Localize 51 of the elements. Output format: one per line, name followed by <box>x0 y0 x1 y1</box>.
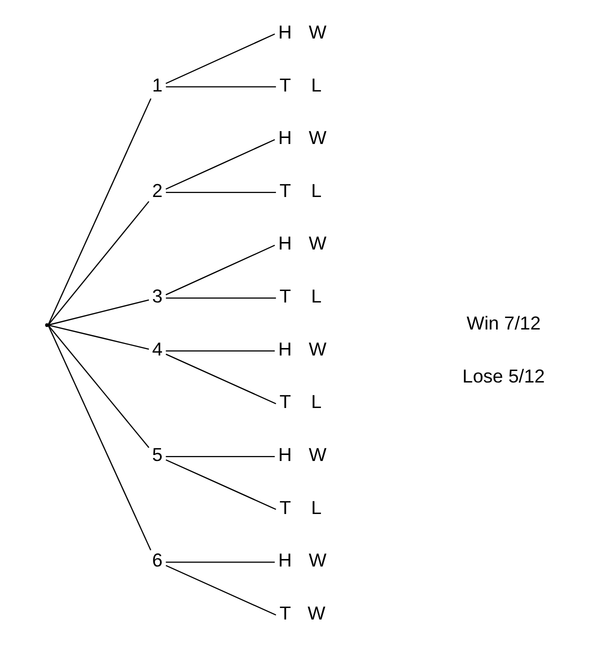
label: Win 7/12 <box>466 312 541 334</box>
node-text: 3 <box>152 286 163 307</box>
connector <box>166 459 276 510</box>
connector <box>166 298 276 299</box>
node-text: T <box>279 496 291 518</box>
node-label: W <box>308 127 327 148</box>
node-label: L <box>311 286 322 307</box>
node-text: 5 <box>152 444 163 466</box>
node-text: H <box>278 21 292 42</box>
connector <box>166 562 275 563</box>
node-text: H <box>278 338 292 360</box>
node-label: W <box>308 444 327 466</box>
connector <box>166 456 275 458</box>
node-label: W <box>308 21 327 42</box>
connector <box>166 244 276 296</box>
connector <box>166 350 275 352</box>
node-label: W <box>308 232 327 254</box>
connector <box>48 299 150 326</box>
connector <box>166 33 276 84</box>
connector <box>166 354 276 404</box>
connector <box>48 324 150 350</box>
connector <box>166 86 276 88</box>
label: Lose 5/12 <box>462 365 545 386</box>
connector <box>48 326 152 550</box>
connector <box>166 192 276 194</box>
node-text: T <box>279 391 291 412</box>
node-label: L <box>311 180 322 201</box>
node-point <box>45 323 49 327</box>
node-text: T <box>279 286 291 307</box>
connector <box>48 98 152 325</box>
node-text: H <box>278 127 292 148</box>
node-text: H <box>278 232 292 254</box>
connector <box>48 201 150 326</box>
node-label: W <box>308 602 326 624</box>
node-label: L <box>311 496 322 518</box>
node-text: H <box>278 550 292 571</box>
node-text: 6 <box>152 550 163 571</box>
node-label: W <box>308 338 327 360</box>
connector <box>166 139 276 190</box>
connector <box>166 564 276 616</box>
connector <box>48 325 150 448</box>
node-text: T <box>279 602 291 624</box>
node-text: 2 <box>152 180 163 201</box>
node-label: L <box>311 74 322 96</box>
node-text: 1 <box>152 74 163 96</box>
node-text: 4 <box>152 338 163 360</box>
node-text: T <box>279 74 291 96</box>
node-label: W <box>308 550 327 571</box>
node-text: H <box>278 444 292 466</box>
node-label: L <box>311 391 322 412</box>
node-text: T <box>279 180 291 201</box>
